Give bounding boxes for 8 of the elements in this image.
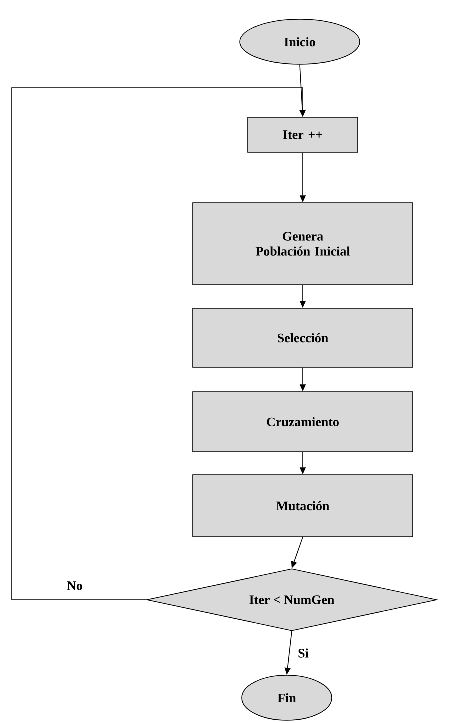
process-box: Iter ++ — [248, 117, 358, 153]
edge-label: No — [66, 580, 84, 592]
process-box: Genera Población Inicial — [192, 202, 414, 286]
arrow — [12, 88, 306, 600]
process-box: Cruzamiento — [192, 392, 414, 452]
edge-label: Si — [297, 648, 310, 659]
process-box: Mutación — [192, 474, 414, 538]
process-box: Selección — [192, 308, 414, 368]
